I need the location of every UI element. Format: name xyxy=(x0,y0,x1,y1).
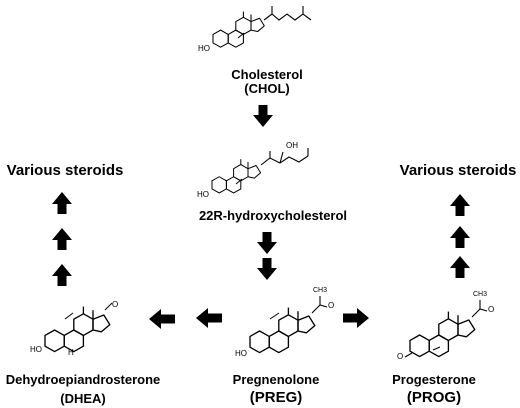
arrows-dhea-to-left-output xyxy=(52,192,72,286)
dhea-o-label: O xyxy=(112,300,119,309)
preg-o-label: O xyxy=(328,301,335,310)
prog-o-label: O xyxy=(488,305,495,314)
arrows-prog-to-right-output xyxy=(450,194,470,278)
arrow-preg-to-prog xyxy=(343,308,369,328)
preg-ch3-label: CH3 xyxy=(313,287,328,294)
cholesterol-abbr: (CHOL) xyxy=(244,81,290,97)
hydroxycholesterol-structure xyxy=(211,148,309,194)
cholesterol-label: Cholesterol (CHOL) xyxy=(222,67,312,97)
progesterone-label: Progesterone (PROG) xyxy=(384,372,484,407)
hydroxy-oh-label: OH xyxy=(286,141,298,150)
cholesterol-name: Cholesterol xyxy=(231,67,303,82)
prog-o-label-ring: O xyxy=(397,352,404,361)
progesterone-structure xyxy=(404,300,488,358)
preg-ho-label: HO xyxy=(235,349,247,358)
hydroxy-ho-label: HO xyxy=(197,190,209,199)
pregnenolone-structure xyxy=(249,296,328,354)
progesterone-name: Progesterone xyxy=(392,372,476,387)
dhea-ho-label: HO xyxy=(30,345,42,354)
dhea-structure xyxy=(44,302,113,353)
prog-ch3-label: CH3 xyxy=(473,291,488,298)
right-output-label: Various steroids xyxy=(399,162,517,179)
arrows-hydroxy-to-preg xyxy=(257,232,277,280)
hydroxycholesterol-name: 22R-hydroxycholesterol xyxy=(198,208,348,223)
chol-ho-label: HO xyxy=(198,44,210,53)
dhea-h-label: H xyxy=(68,348,74,357)
dhea-label: Dehydroepiandrosterone (DHEA) xyxy=(4,372,162,407)
cholesterol-structure xyxy=(212,6,312,48)
progesterone-abbr: (PROG) xyxy=(406,389,462,407)
dhea-abbr: (DHEA) xyxy=(60,391,106,407)
arrows-preg-to-dhea xyxy=(149,308,222,329)
left-output-label: Various steroids xyxy=(6,162,124,179)
hydroxycholesterol-label: 22R-hydroxycholesterol xyxy=(188,208,358,223)
arrow-chol-to-hydroxy xyxy=(253,105,273,127)
pregnenolone-abbr: (PREG) xyxy=(249,389,303,407)
pregnenolone-name: Pregnenolone xyxy=(232,372,320,387)
pregnenolone-label: Pregnenolone (PREG) xyxy=(228,372,324,407)
dhea-name: Dehydroepiandrosterone xyxy=(5,372,161,387)
